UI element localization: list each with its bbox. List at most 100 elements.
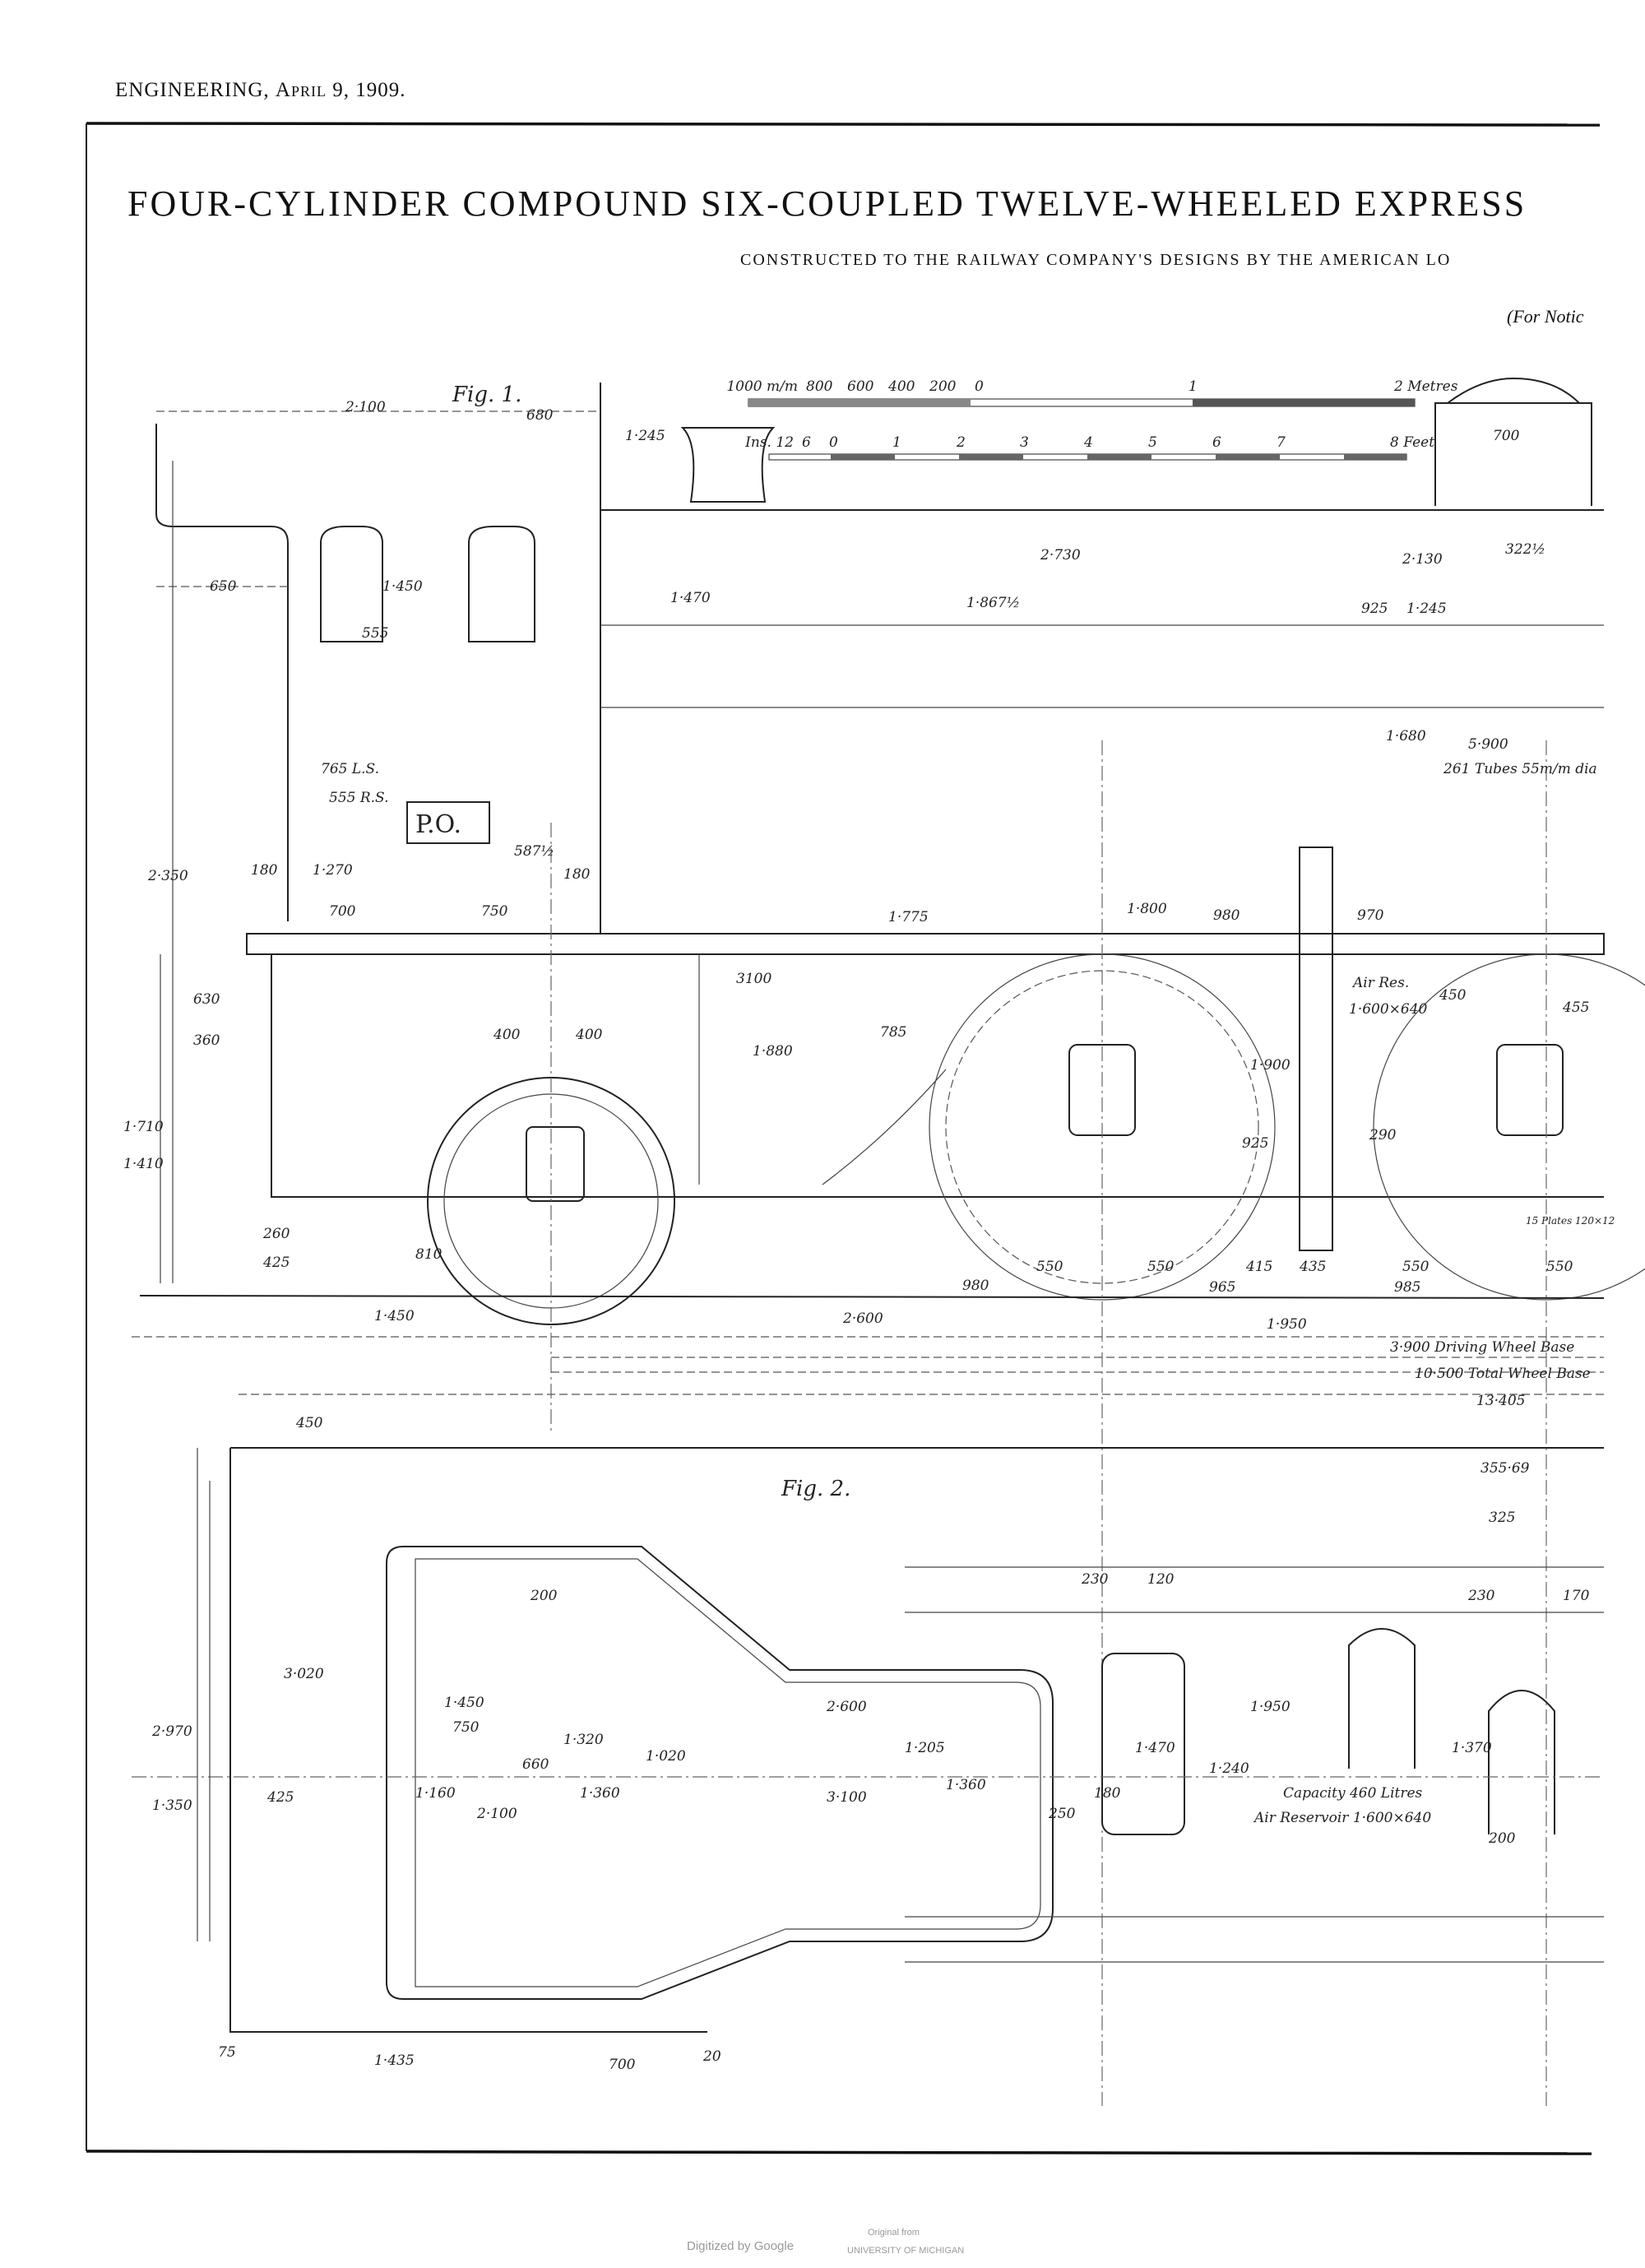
dimension-label: 1·410 [123,1156,164,1172]
dimension-label: 400 [493,1027,521,1043]
dimension-label: 261 Tubes 55m/m dia [1443,761,1597,777]
dimension-label: 5 [1148,434,1157,451]
notice-reference: (For Notic [1507,306,1584,327]
dimension-label: 4 [1083,434,1093,451]
vertical-dim-lines [197,1448,211,1941]
dimension-label: 1·775 [888,909,929,925]
dimension-label: 322½ [1505,541,1545,558]
dimension-label: 1·710 [123,1119,164,1135]
dimension-label: Capacity 460 Litres [1283,1785,1423,1802]
dimension-label: 1·360 [946,1777,986,1793]
number-plate [406,801,490,844]
dimension-label: 325 [1489,1510,1515,1526]
dimension-label: 2·970 [151,1723,192,1740]
dimension-label: 1 [1189,378,1198,395]
dimension-label: 260 [262,1226,290,1242]
dimension-label: 550 [1147,1259,1175,1275]
dimension-label: 1·270 [313,862,353,879]
air-reservoir [1101,1653,1185,1835]
dimension-label: 630 [193,991,220,1008]
dimension-label: 555 R.S. [329,790,389,806]
dimension-label: 965 [1209,1279,1235,1296]
fig1-side-elevation: Fig. 1. 1000 m/m 800 600 400 200 0 1 2 M… [123,377,1645,2106]
dimension-label: 555 [362,625,388,642]
dimension-label: 1·160 [415,1785,456,1802]
dimension-label: 970 [1357,907,1384,924]
dimension-label: 1·450 [374,1308,415,1324]
axlebox [526,1126,585,1202]
dimension-label: 200 [530,1588,558,1604]
frame-plates [905,1566,1604,1963]
dimension-label: 1·360 [580,1785,620,1802]
dimension-label: 2·600 [842,1310,883,1327]
dimension-label: 415 [1245,1259,1272,1275]
dimension-label: 785 [880,1024,906,1041]
axlebox [1496,1044,1564,1136]
dimension-label: 0 [829,434,838,451]
dimension-label: 450 [1439,987,1467,1004]
dimension-label: 3·020 [284,1666,324,1682]
dimension-label: 0 [975,378,984,395]
dimension-label: 3·100 [827,1789,867,1806]
dimension-label: 230 [1081,1571,1109,1588]
dimension-label: 400 [575,1027,603,1043]
dimension-label: 700 [329,903,356,920]
firebox-frame [386,1546,1054,2000]
dimension-label: 450 [295,1415,323,1431]
dimension-label: 290 [1369,1127,1397,1143]
dimension-label: 1·950 [1267,1316,1307,1333]
dimension-label: 1·880 [753,1043,793,1060]
dimension-label: 1·370 [1452,1740,1492,1756]
dimension-label: Ins. 12 [744,434,794,451]
dimension-label: 925 [1361,601,1388,617]
boiler-lines [600,624,1604,708]
dimension-label: 10·500 Total Wheel Base [1415,1366,1591,1382]
number-plate-text: P.O. [415,810,461,839]
dimension-label: 435 [1299,1259,1326,1275]
dimension-label: 250 [1048,1806,1076,1822]
dimension-label: 2·730 [1040,547,1081,564]
dimension-label: 400 [887,378,915,395]
main-frame [271,954,1604,1198]
publication-name: ENGINEERING, [115,79,270,101]
dimension-label: 680 [526,407,554,424]
page-subtitle: CONSTRUCTED TO THE RAILWAY COMPANY'S DES… [740,251,1452,269]
dimension-label: 587½ [514,843,554,860]
running-header: ENGINEERING, April 9, 1909. [115,79,405,102]
vertical-dim-lines [160,461,174,1283]
bogie-opening [1348,1628,1416,1769]
dimension-label: 800 [806,378,833,395]
dimension-label: 660 [522,1756,549,1773]
dimension-label: 13·405 [1476,1393,1525,1409]
dimension-label: 1·435 [374,2052,415,2069]
top-rule [86,122,1601,127]
dimension-label: Air Reservoir 1·600×640 [1253,1810,1431,1826]
dimension-label: 425 [266,1789,294,1806]
dimension-label: 3100 [736,971,772,987]
dimension-label: 1·020 [646,1748,686,1765]
spring-hanger [1299,846,1333,1251]
dimension-label: 2 Metres [1393,378,1458,395]
dimension-label: 600 [847,378,874,395]
dimension-label: 180 [251,862,278,879]
dimension-label: 550 [1546,1259,1573,1275]
cab-handrail [155,424,289,921]
dimension-label: 1·470 [670,590,711,606]
dimension-label: 2·100 [476,1806,517,1822]
dimension-label: 1·800 [1127,901,1167,917]
dimension-label: 980 [962,1278,989,1294]
dimension-label: 2·130 [1402,551,1443,568]
fig1-label: Fig. 1. [452,383,521,407]
dimension-label: 1·205 [905,1740,945,1756]
dimension-label: 355·69 [1480,1460,1530,1477]
dimension-label: 810 [415,1246,443,1263]
dimension-label: 1·680 [1386,728,1426,744]
dimension-label: 925 [1242,1135,1268,1152]
dimension-label: 1 [892,434,901,451]
dimension-label: 7 [1277,434,1286,451]
dimension-label: 8 Feet [1390,434,1434,451]
dimension-label: 1·900 [1250,1057,1291,1074]
dimension-label: 200 [1488,1830,1516,1847]
fig2-label: Fig. 2. [781,1477,850,1501]
